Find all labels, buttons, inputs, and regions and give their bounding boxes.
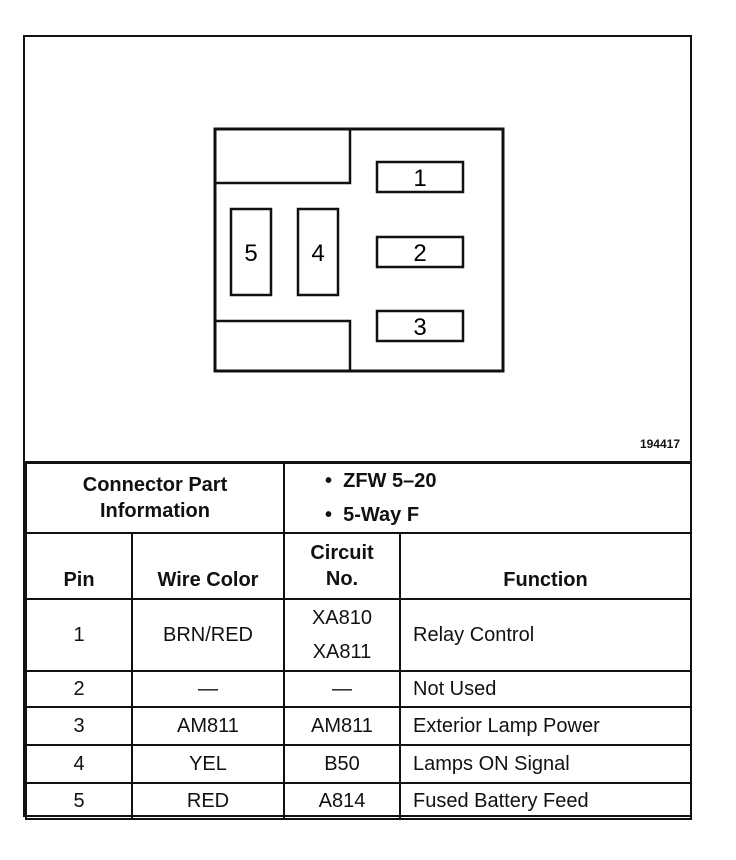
cell-wire-color: AM811: [131, 706, 285, 746]
cell-wire-color: YEL: [131, 744, 285, 784]
figure-id: 194417: [639, 437, 680, 451]
pin-5-label: 5: [244, 240, 257, 267]
pin-3-terminal: [375, 309, 465, 343]
cell-circuit: —: [283, 670, 401, 708]
cell-circuit: A814: [283, 782, 401, 820]
header-wire-color: Wire Color: [131, 532, 285, 600]
table-row: 3 AM811 AM811 Exterior Lamp Power: [25, 706, 693, 746]
cell-pin: 4: [25, 744, 133, 784]
cell-function: Not Used: [398, 670, 693, 708]
bullet-item: • 5-Way F: [325, 504, 420, 526]
cell-function: Exterior Lamp Power: [398, 706, 693, 746]
connector-diagram: 1 2 3 4 5 194417: [25, 37, 690, 461]
table-row: 2 — — Not Used: [25, 670, 693, 708]
table-row: 4 YEL B50 Lamps ON Signal: [25, 744, 693, 784]
pin-2-label: 2: [413, 240, 426, 267]
cell-function: Relay Control: [398, 598, 693, 672]
table-row: 1 BRN/RED XA810 XA811 Relay Control: [25, 598, 693, 672]
cell-circuit: XA810 XA811: [283, 598, 401, 672]
cell-function: Fused Battery Feed: [398, 782, 693, 820]
pin-5-terminal: [229, 207, 273, 297]
cell-wire-color: —: [131, 670, 285, 708]
cell-circuit: B50: [283, 744, 401, 784]
header-function: Function: [398, 532, 693, 600]
cell-circuit: AM811: [283, 706, 401, 746]
table-row: 5 RED A814 Fused Battery Feed: [25, 782, 693, 820]
bullet-item: • ZFW 5–20: [325, 470, 437, 492]
column-header-row: Pin Wire Color Circuit No. Function: [25, 532, 693, 600]
header-circuit-no: Circuit No.: [283, 532, 401, 600]
connector-face-svg: 1 2 3 4 5: [213, 127, 505, 373]
pin-4-terminal: [296, 207, 340, 297]
part-info-row: Connector Part Information • ZFW 5–20 • …: [25, 461, 693, 534]
diagram-frame: 1 2 3 4 5 194417 Connector Part Informat…: [23, 35, 693, 820]
pin-3-label: 3: [413, 314, 426, 341]
connector-info-table: Connector Part Information • ZFW 5–20 • …: [25, 461, 693, 820]
cell-wire-color: RED: [131, 782, 285, 820]
part-info-label: Connector Part Information: [25, 461, 285, 534]
cell-pin: 2: [25, 670, 133, 708]
cell-wire-color: BRN/RED: [131, 598, 285, 672]
top-keying-notch: [215, 129, 352, 185]
header-pin: Pin: [25, 532, 133, 600]
connector-housing: [213, 127, 505, 373]
bottom-keying-notch: [215, 319, 352, 371]
cell-function: Lamps ON Signal: [398, 744, 693, 784]
pin-1-terminal: [375, 160, 465, 194]
pin-1-label: 1: [413, 165, 426, 192]
cell-pin: 3: [25, 706, 133, 746]
cell-pin: 1: [25, 598, 133, 672]
cell-pin: 5: [25, 782, 133, 820]
pin-2-terminal: [375, 235, 465, 269]
part-info-bullets: • ZFW 5–20 • 5-Way F: [282, 461, 693, 534]
pin-4-label: 4: [311, 240, 324, 267]
